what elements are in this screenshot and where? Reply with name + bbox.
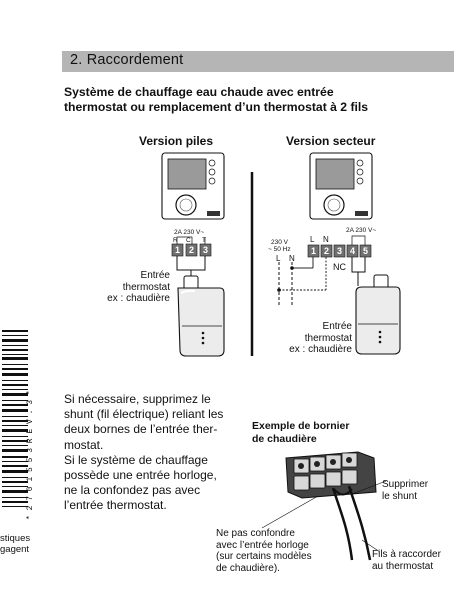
- piles-terminal-2: 2: [189, 245, 195, 255]
- explanation-line-4: mostat.: [64, 437, 104, 452]
- subtitle-line-2: thermostat ou remplacement d’un thermost…: [64, 100, 369, 114]
- subtitle: Système de chauffage eau chaude avec ent…: [64, 85, 449, 115]
- piles-terminal-block: [171, 236, 212, 284]
- secteur-terminal-1: 1: [311, 246, 317, 256]
- secteur-input-label: Entrée thermostat ex : chaudière: [262, 321, 352, 356]
- secteur-boiler: [355, 274, 401, 355]
- remove-shunt-line-1: Supprimer: [382, 479, 429, 490]
- secteur-rating: 2A 230 V~: [346, 227, 377, 234]
- cut-text-line-1: stiques: [0, 533, 31, 544]
- bornier-title-line-2: de chaudière: [252, 433, 317, 445]
- bornier-title: Exemple de bornier de chaudière: [252, 420, 349, 446]
- wires-line-1: Fils à raccorder: [372, 549, 441, 560]
- piles-terminal-1: 1: [175, 245, 181, 255]
- piles-terminal-3: 3: [203, 245, 209, 255]
- wires-line-2: au thermostat: [372, 560, 434, 572]
- section-header-bar: [62, 51, 454, 72]
- no-confuse-line-3: (sur certains modèles: [216, 551, 312, 562]
- secteur-terminal-5: 5: [363, 246, 369, 256]
- piles-rating: 2A 230 V~: [174, 229, 205, 236]
- barcode: [2, 330, 28, 507]
- secteur-label-line-2: thermostat: [304, 332, 352, 344]
- no-confuse-line-1: Ne pas confondre: [216, 528, 295, 539]
- piles-label-line-3: ex : chaudière: [107, 293, 170, 304]
- boiler-terminal-block: [261, 451, 387, 561]
- piles-label-line-2: thermostat: [122, 281, 170, 293]
- secteur-top-l: L: [310, 235, 315, 244]
- explanation-line-7: ne la confondez pas avec: [64, 483, 201, 498]
- secteur-left-n: N: [289, 254, 295, 263]
- no-confuse-label: Ne pas confondre avec l’entrée horloge (…: [216, 528, 312, 574]
- secteur-label-line-1: Entrée: [322, 321, 352, 332]
- secteur-top-n: N: [323, 235, 329, 244]
- piles-label-line-1: Entrée: [140, 270, 170, 281]
- explanation-line-5: Si le système de chauffage: [64, 452, 208, 467]
- secteur-terminal-block: [277, 235, 372, 306]
- secteur-left-l: L: [276, 254, 281, 263]
- barcode-text: * 2 7 0 1 5 5 3 R E V . 3 *: [26, 390, 35, 520]
- wires-label: Fils à raccorder au thermostat: [372, 549, 441, 572]
- secteur-terminal-3: 3: [337, 246, 343, 256]
- explanation-line-3: deux bornes de l’entrée ther-: [64, 422, 218, 437]
- piles-input-label: Entrée thermostat ex : chaudière: [96, 270, 170, 305]
- no-confuse-line-2: avec l’entrée horloge: [216, 539, 309, 551]
- secteur-nc-label: NC: [333, 262, 346, 272]
- secteur-terminal-2: 2: [324, 246, 330, 256]
- cut-text-line-2: gagent: [0, 544, 30, 555]
- piles-heading: Version piles: [139, 134, 214, 148]
- barcode-caption: * 2 7 0 1 5 5 3 R E V . 3 *: [26, 320, 40, 520]
- piles-boiler: [177, 275, 225, 357]
- explanation-line-1: Si nécessaire, supprimez le: [64, 392, 211, 406]
- secteur-heading: Version secteur: [286, 134, 376, 148]
- section-title: 2. Raccordement: [70, 52, 184, 68]
- secteur-label-line-3: ex : chaudière: [289, 344, 352, 355]
- secteur-supply-line-1: 230 V: [271, 239, 288, 246]
- subtitle-line-1: Système de chauffage eau chaude avec ent…: [64, 85, 334, 99]
- cut-off-margin-text: stiques gagent: [0, 533, 30, 555]
- remove-shunt-label: Supprimer le shunt: [382, 479, 428, 502]
- secteur-terminal-4: 4: [350, 246, 356, 256]
- remove-shunt-line-2: le shunt: [382, 490, 418, 502]
- piles-rct-c: C: [186, 237, 191, 244]
- explanation-line-2: shunt (fil électrique) reliant les: [64, 407, 224, 422]
- secteur-supply-line-2: ~ 50 Hz: [268, 246, 291, 253]
- bornier-title-line-1: Exemple de bornier: [252, 420, 350, 432]
- explanation-line-8: l’entrée thermostat.: [64, 498, 167, 513]
- secteur-thermostat: [309, 152, 373, 220]
- explanation-line-6: possède une entrée horloge,: [64, 468, 217, 483]
- piles-thermostat: [161, 152, 225, 220]
- explanation-text: Si nécessaire, supprimez le shunt (fil é…: [64, 392, 244, 514]
- no-confuse-line-4: de chaudière).: [216, 562, 280, 574]
- piles-rct-r: R: [173, 237, 178, 244]
- piles-rct-t: T: [202, 237, 206, 244]
